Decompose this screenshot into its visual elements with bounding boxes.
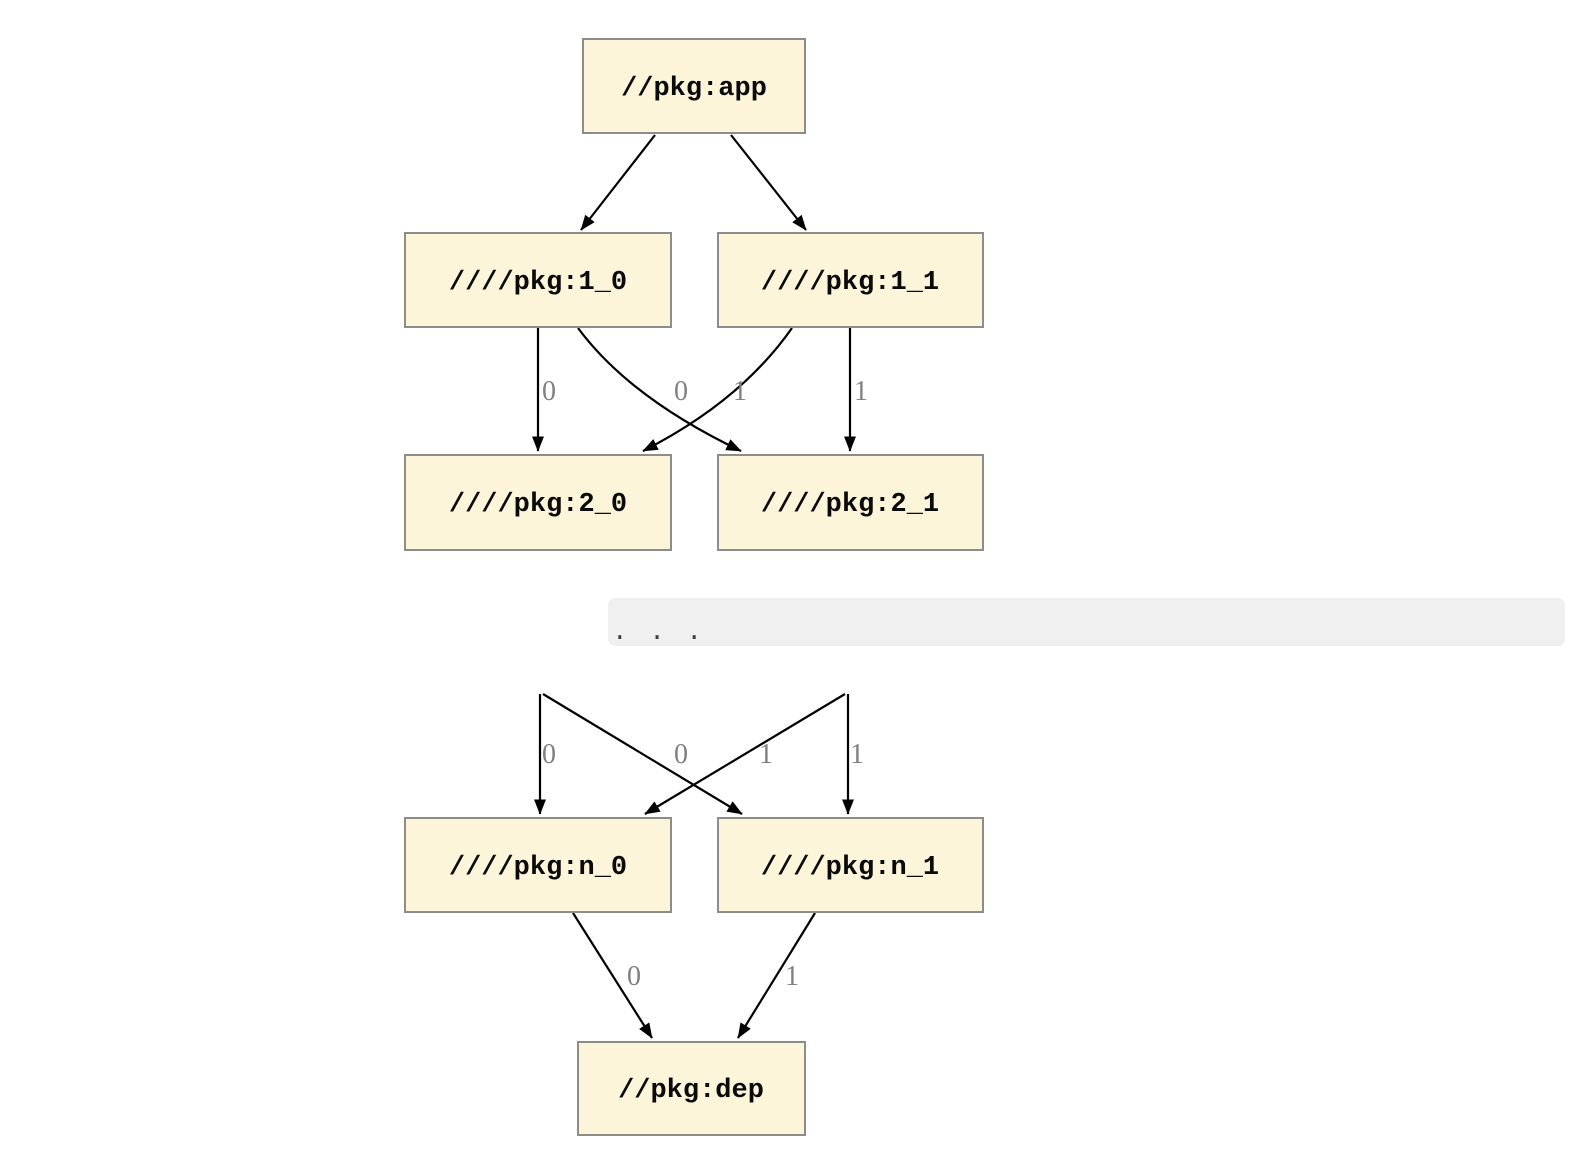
- node-n_0: ////pkg:n_0: [404, 817, 672, 913]
- edge-label-hidden-left-to-n_0: 0: [542, 739, 556, 770]
- node-dep-label: //pkg:dep: [618, 1076, 764, 1106]
- node-n_0-box: [404, 817, 672, 913]
- node-1_1-label: ////pkg:1_1: [761, 268, 939, 298]
- edge-label-1_1-to-2_0: 0: [674, 376, 688, 407]
- node-2_0-label: ////pkg:2_0: [449, 490, 627, 520]
- edge-label-hidden-right-to-n_0: 0: [674, 739, 688, 770]
- edge-app-to-1_0: [580, 134, 656, 231]
- edge-label-1_0-to-2_1: 1: [733, 376, 747, 407]
- edge-hidden-right-to-n_0: [644, 693, 846, 815]
- edge-label-1_1-to-2_1: 1: [854, 376, 868, 407]
- node-dep-box: [577, 1041, 806, 1136]
- edge-label-hidden-right-to-n_1: 1: [850, 739, 864, 770]
- node-1_0: ////pkg:1_0: [404, 232, 672, 328]
- node-n_1-label: ////pkg:n_1: [761, 853, 939, 883]
- edge-n_0-to-dep: [572, 912, 653, 1039]
- node-app-label: //pkg:app: [621, 74, 767, 104]
- node-dep: //pkg:dep: [577, 1041, 806, 1136]
- node-n_1: ////pkg:n_1: [717, 817, 984, 913]
- node-2_0: ////pkg:2_0: [404, 454, 672, 551]
- edge-label-1_0-to-2_0: 0: [542, 376, 556, 407]
- edge-label-n_1-to-dep: 1: [785, 961, 799, 992]
- ellipsis-text: . . .: [612, 617, 705, 647]
- ellipsis-band: [608, 598, 1565, 646]
- edge-hidden-left-to-n_1: [542, 693, 743, 815]
- edge-1_0-to-2_1: [577, 327, 742, 452]
- edge-label-n_0-to-dep: 0: [627, 961, 641, 992]
- node-n_1-box: [717, 817, 984, 913]
- node-2_1-box: [717, 454, 984, 551]
- edge-app-to-1_1: [730, 134, 807, 231]
- node-2_1: ////pkg:2_1: [717, 454, 984, 551]
- node-n_0-label: ////pkg:n_0: [449, 853, 627, 883]
- node-2_0-box: [404, 454, 672, 551]
- node-1_1-box: [717, 232, 984, 328]
- node-app-box: [582, 38, 806, 134]
- node-1_0-label: ////pkg:1_0: [449, 268, 627, 298]
- node-1_1: ////pkg:1_1: [717, 232, 984, 328]
- edge-1_1-to-2_0: [642, 327, 793, 452]
- edge-label-hidden-left-to-n_1: 1: [759, 739, 773, 770]
- edge-n_1-to-dep: [737, 912, 816, 1039]
- node-app: //pkg:app: [582, 38, 806, 134]
- node-2_1-label: ////pkg:2_1: [761, 490, 939, 520]
- node-1_0-box: [404, 232, 672, 328]
